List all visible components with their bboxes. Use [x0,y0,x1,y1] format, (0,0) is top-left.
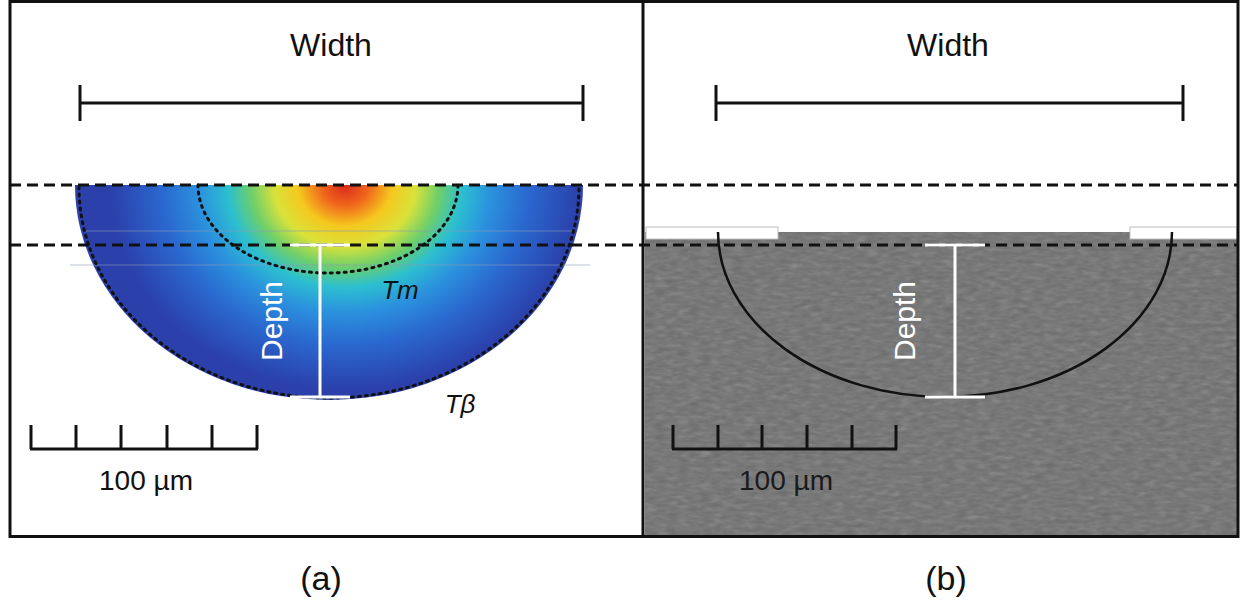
scale-bar [672,425,897,449]
surface-layer [1130,227,1237,239]
panel-divider [642,2,645,537]
grid-line [70,265,590,266]
dimension-label: Depth [890,281,920,361]
dimension-label: Depth [257,281,287,361]
panel-label: (b) [925,561,967,595]
width-bar [80,85,583,121]
temperature-field [75,185,583,400]
bar-segment [761,425,764,449]
width-bar [716,85,1183,121]
isotherm-label: Tβ [445,391,476,417]
bar-segment [256,425,259,449]
melt-pool-outline [718,232,1172,397]
bar-segment [717,425,720,449]
dimension-label: Width [907,29,989,61]
bar-segment [715,85,718,121]
bar-segment [290,244,350,247]
bar-segment [319,245,322,397]
surface-layer [646,227,778,239]
scale-bar [30,425,258,449]
bar-segment [166,425,169,449]
bar-segment [79,85,82,121]
bar-segment [80,102,583,105]
bar-segment [716,102,1183,105]
bar-segment [895,425,898,449]
bar-segment [851,425,854,449]
bar-segment [582,85,585,121]
bar-segment [75,425,78,449]
bar-segment [30,448,258,451]
surface-line [10,244,1237,247]
bar-segment [806,425,809,449]
bar-segment [672,425,675,449]
bar-segment [211,425,214,449]
bar-segment [954,245,957,397]
dimension-label: Width [290,29,372,61]
micrograph-grain [645,232,1237,536]
bar-segment [925,244,985,247]
grid-line [85,231,575,232]
depth-bar [290,245,350,397]
bar-segment [30,425,33,449]
scale-label: 100 µm [739,467,833,495]
melt-isotherm [198,185,458,273]
bar-segment [672,448,897,451]
bar-segment [925,396,985,399]
isotherm-label: Tm [381,277,419,303]
panel-frame [10,2,1238,537]
bar-segment [290,396,350,399]
micrograph [645,232,1237,536]
bar-segment [1182,85,1185,121]
panel-label: (a) [300,561,342,595]
scale-label: 100 µm [99,467,193,495]
bar-segment [120,425,123,449]
depth-bar [925,245,985,397]
surface-line [10,184,1237,187]
beta-isotherm [79,187,579,398]
